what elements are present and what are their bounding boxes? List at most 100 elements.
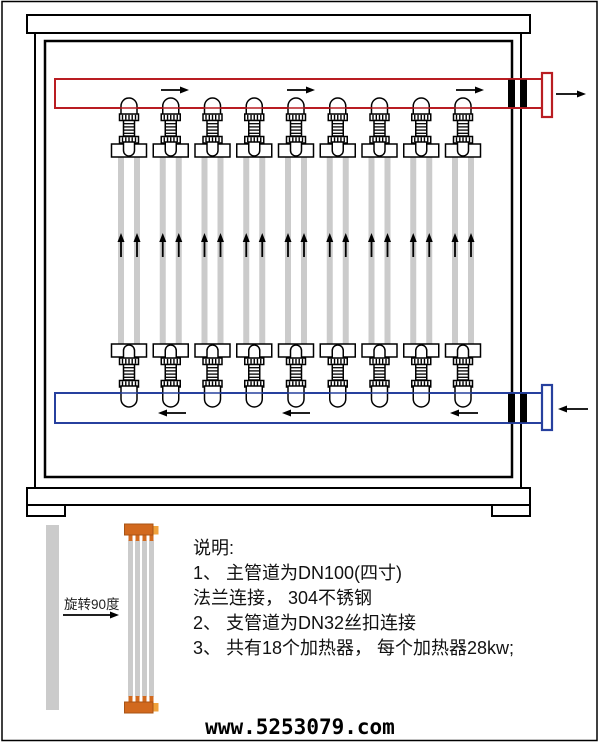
note-line-3: 2、 支管道为DN32丝扣连接: [193, 613, 417, 633]
tube-flow-arrow: [300, 233, 308, 257]
tube-flow-arrow: [342, 233, 350, 257]
top-union-fitting: [194, 97, 231, 158]
tube-flow-arrow: [451, 233, 459, 257]
top-dome-cap: [245, 97, 263, 116]
assembly-bottom-cap: [124, 701, 154, 714]
bottom-union-fitting: [236, 343, 273, 408]
bottom-dome-cap: [412, 385, 430, 408]
cabinet-lid: [26, 14, 531, 34]
single-heater-side-view: [46, 525, 59, 710]
watermark-text: www.5253079.com: [205, 715, 395, 739]
cold-flow-arrow: [158, 409, 186, 417]
top-dome-cap: [203, 97, 222, 116]
tube-flow-arrow: [159, 233, 167, 257]
tube-flow-arrow: [133, 233, 141, 257]
top-union-fitting: [361, 97, 398, 158]
tube-flow-arrow: [217, 233, 224, 257]
cabinet-foot-left: [26, 504, 66, 517]
cold-pipe-wall-band: [520, 393, 527, 423]
hot-pipe-wall-band: [508, 79, 515, 108]
bottom-dome-cap: [245, 385, 263, 408]
assembly-tube: [128, 540, 133, 697]
bottom-dome-cap: [370, 385, 389, 408]
heater-unit: [110, 97, 148, 408]
tube-flow-arrow: [242, 233, 250, 257]
assembly-cap-ear: [152, 526, 159, 535]
top-union-fitting: [110, 97, 148, 158]
bottom-union-fitting: [361, 343, 398, 408]
hot-flow-arrow: [161, 86, 189, 94]
top-dome-cap: [454, 97, 472, 116]
heater-unit: [444, 97, 482, 408]
cold-pipe-flange: [540, 383, 554, 432]
notes-title: 说明:: [193, 538, 235, 558]
heater-unit: [236, 97, 273, 408]
assembly-tube: [142, 540, 147, 697]
rotate-90-label: 旋转90度: [64, 597, 120, 612]
rotate-90-arrow: [63, 611, 119, 619]
note-line-1: 1、 主管道为DN100(四寸): [193, 563, 403, 583]
bottom-union-fitting: [403, 343, 440, 408]
top-union-fitting: [403, 97, 440, 158]
tube-flow-arrow: [384, 233, 391, 257]
hot-outlet-arrow: [556, 90, 586, 98]
bottom-dome-cap: [120, 385, 138, 408]
top-dome-cap: [120, 97, 138, 116]
assembly-tube: [149, 540, 154, 697]
top-dome-cap: [329, 97, 347, 116]
hot-pipe-flange: [540, 71, 554, 119]
heater-unit: [152, 97, 189, 408]
cold-flow-arrow: [450, 409, 478, 417]
hot-pipe-wall-band: [520, 79, 527, 108]
tube-flow-arrow: [258, 233, 266, 257]
cold-inlet-arrow: [558, 405, 588, 413]
assembly-top-cap: [124, 523, 154, 536]
note-line-4: 3、 共有18个加热器， 每个加热器28kw;: [193, 638, 515, 658]
tube-flow-arrow: [175, 233, 183, 257]
tube-flow-arrow: [467, 233, 475, 257]
bottom-union-fitting: [110, 343, 148, 408]
bottom-dome-cap: [203, 385, 222, 408]
tube-flow-arrow: [284, 233, 292, 257]
top-dome-cap: [370, 97, 389, 116]
heater-unit: [361, 97, 398, 408]
hot-flow-arrow: [456, 86, 484, 94]
top-union-fitting: [152, 97, 189, 158]
bottom-dome-cap: [162, 385, 180, 408]
bottom-union-fitting: [444, 343, 482, 408]
top-union-fitting: [277, 97, 315, 158]
top-dome-cap: [287, 97, 305, 116]
cold-pipe-wall-band: [508, 393, 515, 423]
heater-unit: [319, 97, 356, 408]
heater-unit: [194, 97, 231, 408]
bottom-union-fitting: [152, 343, 189, 408]
bottom-union-fitting: [319, 343, 356, 408]
heater-unit: [277, 97, 315, 408]
bottom-union-fitting: [277, 343, 315, 408]
tube-flow-arrow: [368, 233, 375, 257]
bottom-dome-cap: [329, 385, 347, 408]
top-dome-cap: [412, 97, 430, 116]
tube-flow-arrow: [409, 233, 417, 257]
tube-flow-arrow: [425, 233, 433, 257]
note-line-2: 法兰连接， 304不锈钢: [193, 588, 373, 608]
bottom-dome-cap: [287, 385, 305, 408]
tube-flow-arrow: [201, 233, 208, 257]
notes-block: 说明: 1、 主管道为DN100(四寸) 法兰连接， 304不锈钢 2、 支管道…: [193, 536, 514, 661]
top-union-fitting: [236, 97, 273, 158]
cold-flow-arrow: [282, 409, 310, 417]
tube-flow-arrow: [117, 233, 125, 257]
heater-assembly-front-view: [124, 523, 159, 714]
top-union-fitting: [319, 97, 356, 158]
tube-flow-arrow: [326, 233, 334, 257]
bottom-union-fitting: [194, 343, 231, 408]
heater-unit: [403, 97, 440, 408]
hot-flow-arrow: [287, 86, 315, 94]
assembly-tube: [135, 540, 140, 697]
cabinet-foot-right: [491, 504, 531, 517]
cabinet-base: [26, 487, 531, 506]
bottom-dome-cap: [454, 385, 472, 408]
